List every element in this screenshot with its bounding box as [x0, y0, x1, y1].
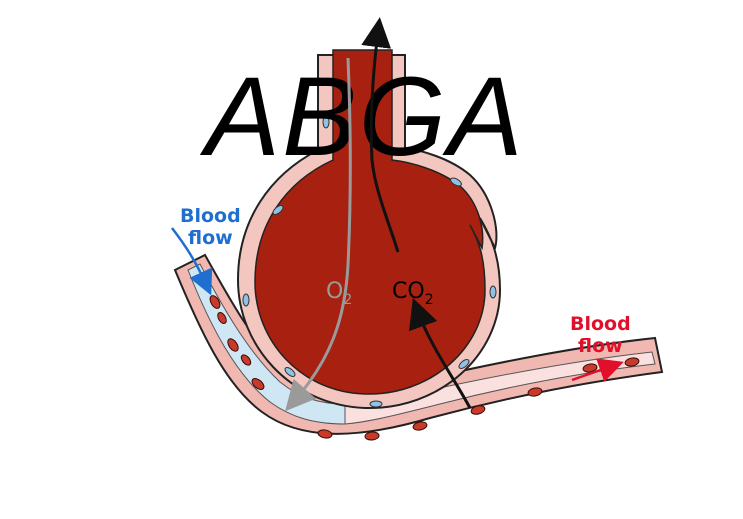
blood-flow-in-arrow	[171, 227, 213, 296]
red-blood-cells	[209, 295, 640, 441]
co2-arrow-out	[361, 17, 400, 253]
svg-text:flow: flow	[188, 227, 233, 249]
svg-text:Blood: Blood	[570, 313, 631, 335]
o2-arrow	[285, 57, 352, 412]
blood-flow-out-label: Blood flow	[570, 313, 631, 357]
co2-arrow-in	[409, 297, 472, 409]
co2-label: CO2	[392, 279, 434, 308]
o2-label: O2	[326, 279, 352, 308]
alveolar-wall-cells	[242, 115, 497, 408]
diagram-title: ABGA	[199, 54, 524, 179]
svg-text:flow: flow	[578, 335, 623, 357]
svg-text:Blood: Blood	[180, 205, 241, 227]
blood-flow-in-label: Blood flow	[180, 205, 241, 249]
blood-flow-out-arrow	[571, 358, 624, 382]
